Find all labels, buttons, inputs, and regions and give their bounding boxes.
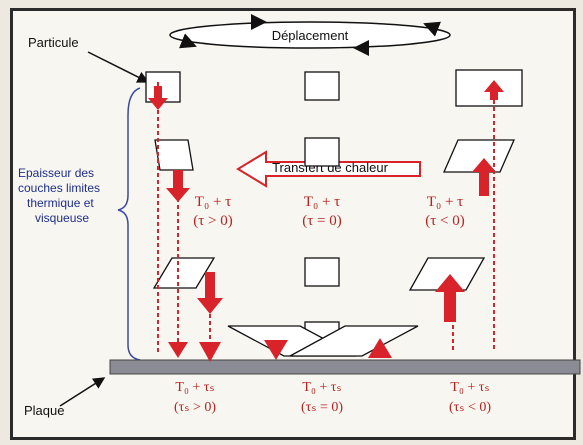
heat-transfer-arrow-icon [236,150,421,188]
displacement-label: Déplacement [272,28,349,43]
temp-label-neutral: T₀ + τ [304,194,340,210]
down-arrow-plate-2-icon [199,342,221,362]
tau-condition-neutral: (τ = 0) [302,213,341,229]
surface-temp-neutral: T₀ + τₛ [302,380,341,395]
column-neutral: T₀ + τ (τ = 0) T₀ + τₛ (τₛ = 0) [301,71,343,415]
down-arrow-plate-1-icon [168,342,188,358]
displacement-indicator: Déplacement [169,14,451,56]
surface-temp-hot: T₀ + τₛ [175,380,214,395]
column-cold: T₀ + τ (τ < 0) T₀ + τₛ (τₛ < 0) [408,69,523,415]
particle-box-sheared-2 [408,257,486,291]
temp-label-hot: T₀ + τ [195,194,231,210]
thickness-label-group: Epaisseur des couches limites thermique … [18,87,141,361]
displacement-arrow-right-bottom-icon [179,33,197,49]
heat-transfer-label: Transfert de chaleur [272,160,389,175]
plate-label: Plaque [24,403,64,418]
sheared-particle-right [289,325,419,357]
particle-box-top [304,71,340,101]
thickness-label-line2: couches limites [18,181,100,195]
plate-pointer-arrow [59,377,106,407]
down-arrow-center-icon [264,340,288,360]
temp-label-cold: T₀ + τ [427,194,463,210]
thickness-label-line3: thermique et [27,196,94,210]
heat-transfer-indicator: Transfert de chaleur [236,150,421,188]
displacement-ellipse [169,21,451,49]
down-arrow-small-1-icon [148,86,168,110]
particle-box-sheared-1 [443,139,515,173]
displacement-arrow-left-top-icon [423,21,441,37]
up-arrow-center-icon [368,338,392,358]
thickness-label-line4: visqueuse [35,211,89,225]
up-arrow-large-icon [435,274,465,322]
tau-condition-hot: (τ > 0) [193,213,232,229]
column-hot: T₀ + τ (τ > 0) T₀ + τₛ (τₛ > 0) [145,71,233,415]
up-arrow-small-icon [484,80,504,100]
tau-condition-cold: (τ < 0) [425,213,464,229]
thickness-brace [117,87,141,361]
particle-box-sheared-1 [154,139,194,171]
particle-box-top [145,71,181,103]
down-arrow-medium-icon [166,170,190,202]
surface-temp-cold: T₀ + τₛ [450,380,489,395]
particle-box-mid [304,137,340,167]
up-arrow-medium-icon [472,158,496,196]
surface-condition-hot: (τₛ > 0) [174,400,216,415]
plate [109,359,581,375]
surface-condition-neutral: (τₛ = 0) [301,400,343,415]
particle-box-lower [304,257,340,287]
down-arrow-large-icon [197,272,223,314]
particle-box-sheared-2 [152,257,216,289]
sheared-particles-bottom [227,325,419,360]
surface-condition-cold: (τₛ < 0) [449,400,491,415]
particle-pointer-arrow [87,51,150,83]
thickness-label-line1: Epaisseur des [18,166,94,180]
particle-label: Particule [28,35,79,50]
